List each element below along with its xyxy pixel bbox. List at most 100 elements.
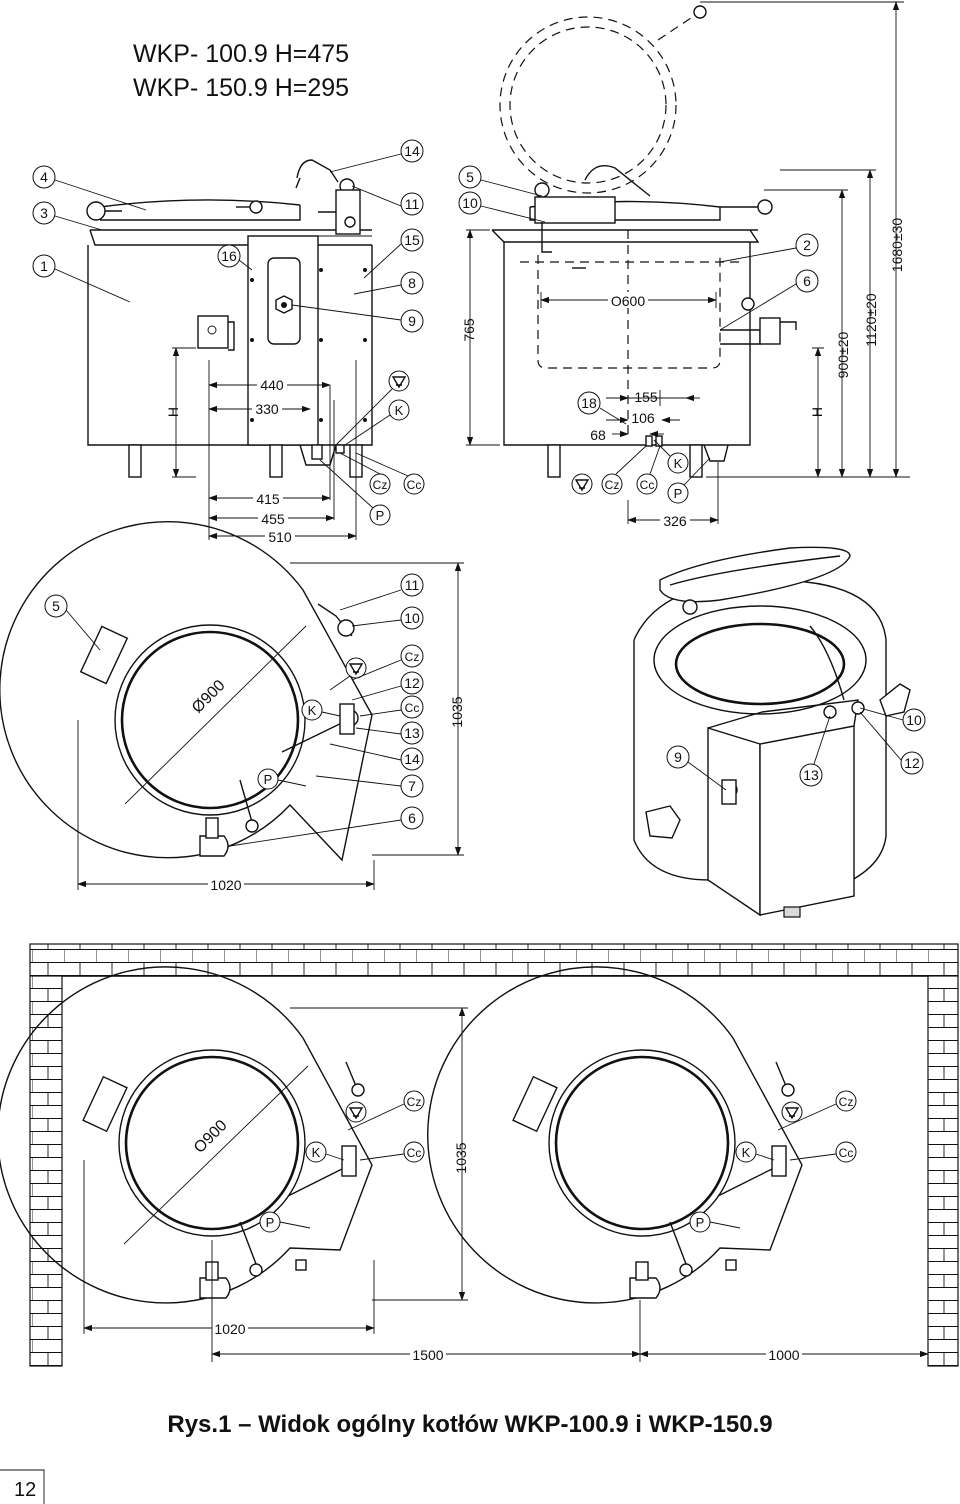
svg-text:P: P (266, 1215, 275, 1230)
dim-155: 155 (634, 389, 658, 405)
svg-text:Cz: Cz (839, 1095, 854, 1109)
front-view: 4 3 1 16 14 11 15 8 9 (32, 139, 425, 545)
svg-text:10: 10 (906, 712, 922, 728)
svg-text:K: K (742, 1145, 751, 1160)
water-faucet (296, 159, 339, 183)
svg-text:12: 12 (904, 755, 920, 771)
layout-kettle-right: Cz K Cc P (427, 966, 857, 1304)
svg-text:12: 12 (404, 675, 420, 691)
layout-kettle-left: O900 Cz K Cc P (0, 966, 425, 1304)
svg-text:K: K (312, 1145, 321, 1160)
figure-caption: Rys.1 – Widok ogólny kotłów WKP-100.9 i … (167, 1411, 772, 1438)
layout-dim-o900: O900 (191, 1117, 231, 1157)
lid-handle-knob (86, 201, 106, 221)
iso-drain (645, 805, 681, 839)
dim-326: 326 (663, 513, 687, 529)
svg-text:3: 3 (40, 205, 48, 221)
model-header: WKP- 100.9 H=475 WKP- 150.9 H=295 (133, 40, 349, 102)
bottom-fitting (299, 444, 337, 466)
side-valve-block (534, 196, 616, 224)
dim-330: 330 (255, 401, 279, 417)
callout-15 (400, 228, 424, 252)
header-line-2: WKP- 150.9 H=295 (133, 74, 349, 102)
svg-text:10: 10 (404, 610, 420, 626)
svg-text:Cc: Cc (407, 1146, 422, 1160)
svg-text:Cz: Cz (407, 1095, 422, 1109)
svg-text:10: 10 (462, 195, 478, 211)
svg-text:15: 15 (404, 232, 420, 248)
svg-text:9: 9 (408, 313, 416, 329)
wall-top (29, 943, 959, 977)
top-callout-5 (44, 594, 68, 618)
dim-1120: 1120±20 (863, 293, 879, 347)
dim-510: 510 (268, 529, 292, 545)
callout-16 (217, 244, 241, 268)
dim-415: 415 (256, 491, 280, 507)
top-vessel-opening (120, 630, 300, 810)
side-view: 5 10 2 6 18 Cz Cc K (458, 1, 910, 529)
dim-o600: O600 (611, 293, 645, 309)
callout-18 (577, 391, 601, 415)
iso-rim (653, 605, 867, 715)
ground-symbol (391, 376, 407, 389)
header-line-1: WKP- 100.9 H=475 (133, 40, 349, 68)
svg-text:13: 13 (803, 767, 819, 783)
svg-text:P: P (696, 1215, 705, 1230)
callout-14 (400, 139, 424, 163)
page-number: 12 (14, 1479, 36, 1501)
drain-tap (197, 315, 229, 349)
side-callouts: 5 10 2 6 18 Cz Cc K (458, 165, 819, 504)
wall-right (927, 975, 959, 1367)
dim-68: 68 (590, 427, 606, 443)
svg-text:6: 6 (803, 273, 811, 289)
svg-text:14: 14 (404, 751, 420, 767)
svg-text:18: 18 (581, 395, 597, 411)
iso-opening (674, 622, 846, 706)
layout-dimensions: 1035 1020 1500 1000 (83, 1007, 929, 1363)
connection-cc: Cc (407, 478, 422, 492)
side-dimensions: 765 O600 155 10 6 68 326 H (461, 1, 910, 529)
panel-rivets (250, 268, 367, 422)
faucet-valve-block (335, 189, 361, 235)
side-lid-handle (757, 199, 773, 215)
dim-1680: 1680±30 (889, 218, 905, 273)
dim-440: 440 (260, 377, 284, 393)
layout-dim-1500: 1500 (412, 1347, 443, 1363)
svg-text:P: P (264, 772, 273, 787)
svg-text:14: 14 (404, 143, 420, 159)
dim-765: 765 (461, 318, 477, 342)
svg-text:11: 11 (405, 196, 420, 212)
iso-open-lid (659, 546, 851, 603)
leg-left (128, 444, 142, 478)
callout-1 (32, 254, 56, 278)
iso-callout-13 (799, 763, 823, 787)
iso-side-panel (707, 727, 761, 917)
svg-text:Cc: Cc (405, 701, 420, 715)
svg-text:K: K (308, 703, 317, 718)
svg-text:4: 4 (40, 169, 48, 185)
top-lid-handle (79, 625, 129, 685)
lid-side (100, 205, 301, 221)
layout-dim-1020: 1020 (214, 1321, 245, 1337)
svg-text:5: 5 (52, 598, 60, 614)
side-connection-p: P (674, 486, 683, 501)
svg-text:11: 11 (405, 577, 420, 593)
inner-vessel (537, 255, 721, 369)
layout-dim-1000: 1000 (768, 1347, 799, 1363)
iso-view: 10 9 13 12 (633, 546, 926, 918)
side-drain-tap (720, 329, 761, 345)
top-view: Ø900 5 11 10 Cz 12 Cc 13 14 7 6 (0, 521, 465, 893)
callout-3 (32, 201, 56, 225)
svg-text:16: 16 (221, 248, 237, 264)
callout-8 (400, 271, 424, 295)
dim-900: 900±20 (835, 331, 851, 378)
front-dimensions: H 440 330 415 455 510 (165, 347, 357, 545)
connection-k: K (395, 403, 404, 418)
side-dim-h: H (809, 407, 825, 417)
dim-1035-top: 1035 (449, 696, 465, 727)
svg-text:5: 5 (466, 169, 474, 185)
iso-tap (879, 683, 911, 717)
dim-o900-top: Ø900 (189, 677, 229, 717)
svg-text:Cz: Cz (405, 650, 420, 664)
